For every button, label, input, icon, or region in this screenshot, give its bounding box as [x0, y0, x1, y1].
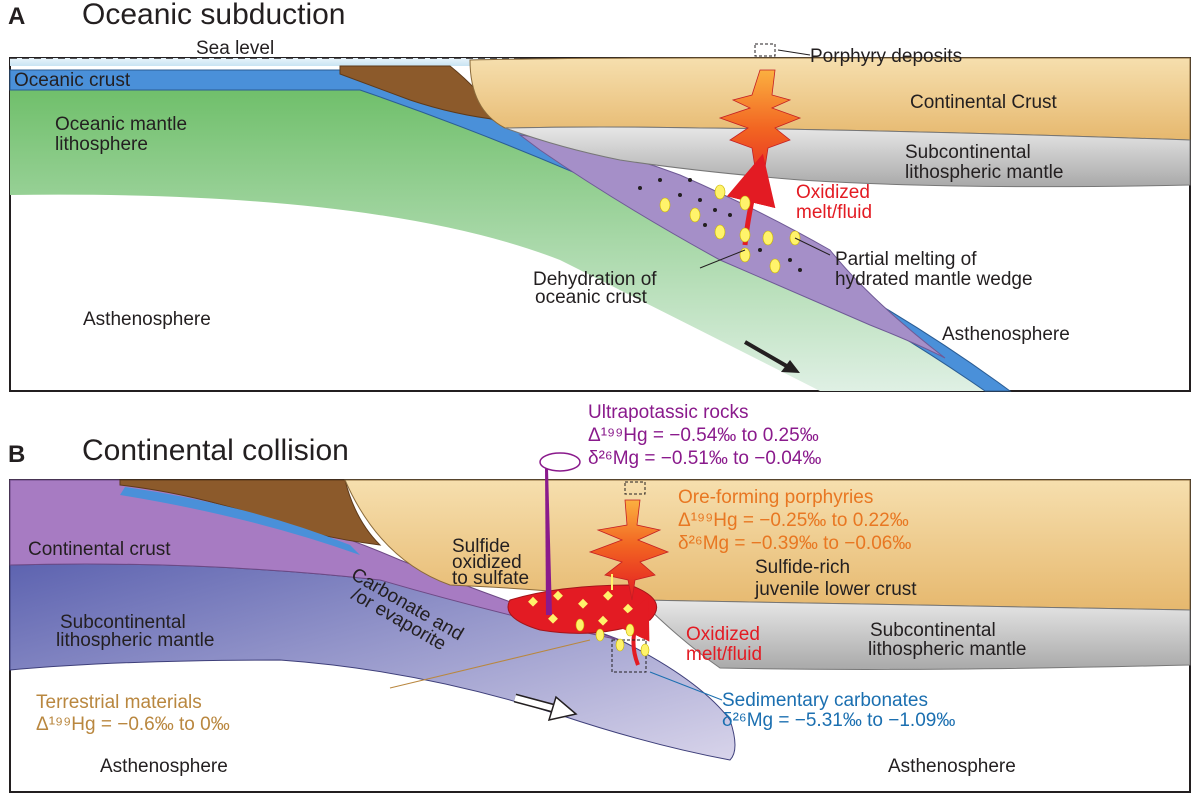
continental-crust-label-b: Continental crust [28, 539, 171, 560]
terrestrial-label-1: Terrestrial materials [36, 692, 202, 713]
asthenosphere-label-b-right: Asthenosphere [888, 756, 1016, 777]
sea-level-label: Sea level [196, 38, 274, 59]
ultrapotassic-conduit [545, 465, 552, 615]
partial-melting-label-2: hydrated mantle wedge [835, 269, 1033, 290]
sclm-b-right [638, 599, 1191, 670]
panel-a-letter: A [8, 3, 25, 30]
slab-arrowhead-a [781, 360, 800, 373]
sulfide-oxidized-label-1: Sulfide [452, 536, 510, 557]
oxidized-label-b-2: melt/fluid [686, 644, 762, 665]
sulfide-oxidized-label-2: oxidized [452, 552, 522, 573]
slab-motion-arrow-a [743, 340, 792, 370]
fluid-droplets-b [575, 618, 650, 657]
porphyry-melt-column-b [588, 499, 670, 601]
slab-arrowhead-b [547, 695, 578, 722]
ultrapotassic-label-1: Ultrapotassic rocks [588, 402, 749, 423]
ore-porphyry-label-3: δ²⁶Mg = −0.39‰ to −0.06‰ [678, 533, 911, 554]
asthenosphere-label-a-left: Asthenosphere [83, 309, 211, 330]
oceanic-crust-label: Oceanic crust [14, 70, 131, 91]
ultrapotassic-rock-icon [539, 452, 581, 472]
ultrapotassic-label-3: δ²⁶Mg = −0.51‰ to −0.04‰ [588, 448, 821, 469]
sulfide-rich-label-2: juvenile lower crust [754, 579, 917, 600]
panel-b-title: Continental collision [82, 434, 349, 467]
oceanic-mantle-lithosphere [10, 88, 1000, 391]
sulfide-oxidized-label-3: to sulfate [452, 568, 529, 589]
dehydration-leader [699, 249, 746, 269]
sediment-label-1: Sedimentary carbonates [722, 690, 928, 711]
dehydration-label-2: oceanic crust [535, 287, 648, 308]
partial-melting-label-1: Partial melting of [835, 249, 977, 270]
oceanic-mantle-label-1: Oceanic mantle [55, 114, 187, 135]
sclm-left-label-2: lithospheric mantle [56, 630, 214, 651]
sulfide-rich-label-1: Sulfide-rich [755, 557, 850, 578]
asthenosphere-label-a-right: Asthenosphere [942, 324, 1070, 345]
sclm-label-a-2: lithospheric mantle [905, 162, 1063, 183]
porphyry-deposits-label: Porphyry deposits [810, 46, 962, 67]
oxidized-label-b-1: Oxidized [686, 624, 760, 645]
porphyry-box-b [624, 481, 646, 495]
ultrapotassic-label-2: Δ¹⁹⁹Hg = −0.54‰ to 0.25‰ [588, 425, 819, 446]
porphyry-deposit-box [754, 43, 776, 57]
terrestrial-leader [389, 639, 591, 689]
carbonate-strip [120, 487, 360, 555]
sclm-right-label-2: lithospheric mantle [868, 639, 1026, 660]
sea-water [10, 58, 520, 66]
partial-melting-leader [794, 237, 831, 256]
sclm-label-a-1: Subcontinental [905, 142, 1031, 163]
continental-crust-label-a: Continental Crust [910, 92, 1058, 113]
panel-a-title: Oceanic subduction [82, 0, 346, 31]
oxidized-label-a-2: melt/fluid [796, 202, 872, 223]
sclm-a [504, 126, 1191, 188]
sediment-leader [649, 671, 723, 701]
oxidized-label-a-1: Oxidized [796, 182, 870, 203]
panel-a: A Oceanic subduction Sea level Oceanic c… [8, 0, 1191, 392]
slab-arrow-b-fill [514, 695, 557, 712]
sediment-label-2: δ²⁶Mg = −5.31‰ to −1.09‰ [722, 710, 955, 731]
porphyry-leader [777, 49, 811, 56]
dehydration-label-1: Dehydration of [533, 269, 657, 290]
terrestrial-label-2: Δ¹⁹⁹Hg = −0.6‰ to 0‰ [36, 714, 230, 735]
sclm-right-label-1: Subcontinental [870, 620, 996, 641]
ore-porphyry-label-2: Δ¹⁹⁹Hg = −0.25‰ to 0.22‰ [678, 510, 909, 531]
melt-dots-a [638, 178, 802, 272]
ore-porphyry-label-1: Ore-forming porphyries [678, 487, 873, 508]
sclm-left-label-1: Subcontinental [60, 612, 186, 633]
panel-b-letter: B [8, 441, 25, 468]
mantle-wedge [518, 134, 946, 359]
asthenosphere-label-b-left: Asthenosphere [100, 756, 228, 777]
fluid-droplets-a [659, 184, 801, 274]
panel-b: B Continental collision Ultrapotassic ro… [8, 402, 1191, 793]
oceanic-mantle-label-2: lithosphere [55, 134, 148, 155]
